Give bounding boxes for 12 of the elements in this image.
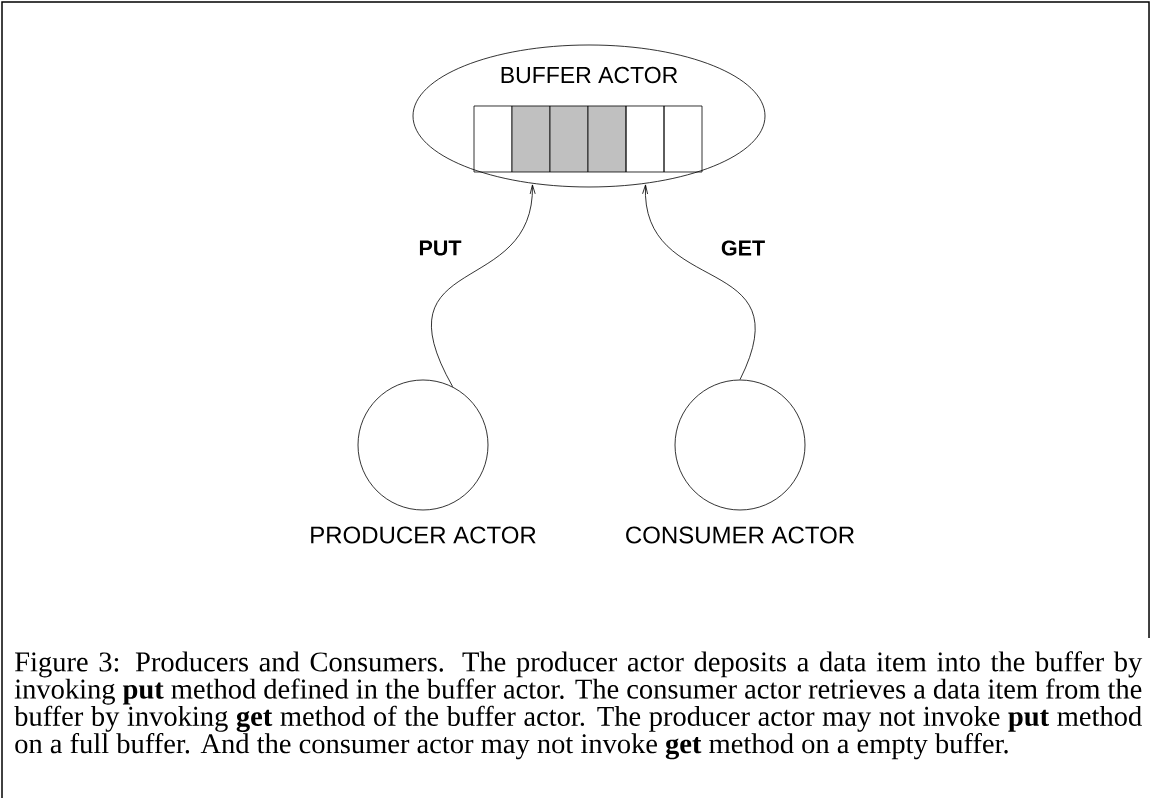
node-label: PRODUCER ACTOR — [311, 526, 536, 544]
arrow — [431, 184, 536, 388]
buffer-cell — [625, 105, 665, 173]
node-label: CONSUMER ACTOR — [626, 526, 855, 544]
edge-label: GET — [719, 239, 767, 257]
caption: Figure 3: Producers and Consumers. The producer actor deposits a data item into the buffer by invoking put method defined in the buffer actor. The consumer actor retrieves a data item from the buffer by invoking get method of the buffer actor. The producer actor may not invoke put method on a full buffer. And the consumer actor may not invoke get method on a empty buffer. — [14, 651, 1143, 760]
edge-label: PUT — [417, 239, 463, 257]
buffer-cell — [663, 105, 703, 173]
buffer-cell — [511, 105, 551, 173]
buffer-cell — [587, 105, 627, 173]
arrow — [642, 184, 756, 380]
buffer-cell — [549, 105, 589, 173]
